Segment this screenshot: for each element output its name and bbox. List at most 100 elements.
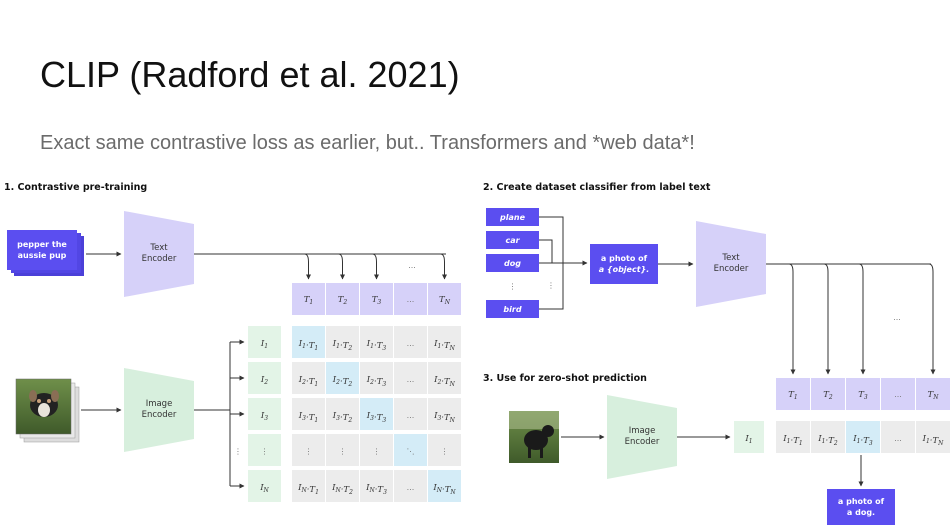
text-card-line1: pepper the [17,240,67,249]
similarity-cell [360,362,393,394]
text-embedding-label: T3 [372,295,382,306]
text-embedding-cell [394,283,427,315]
prediction-result: a photo of a dog. [827,489,895,525]
zero-shot-product-value: I1·T2 [817,434,838,447]
similarity-value: I3·T2 [332,411,353,424]
svg-text:⋮: ⋮ [234,447,242,456]
text-embedding-label: T1 [304,295,314,306]
image-embedding-label: IN [259,483,269,494]
svg-text:a dog.: a dog. [847,508,875,517]
label-text: bird [503,305,521,314]
text-embedding-cell [846,378,880,410]
text-card-stack: pepper the aussie pup [7,230,84,276]
zero-shot-photo [509,411,559,463]
text-encoder-1: Text Encoder [124,211,194,297]
similarity-value: IN·TN [432,483,456,496]
image-embedding-cell [248,326,281,358]
similarity-cell [428,434,461,466]
similarity-value: IN·T3 [365,483,387,496]
zero-shot-product-value: ... [894,434,902,443]
zero-shot-product-value: I1·TN [922,434,945,447]
label-text: car [505,236,520,245]
similarity-cell [428,362,461,394]
section2-title: 2. Create dataset classifier from label … [483,182,711,193]
similarity-value: ... [407,483,415,492]
label-box [486,254,539,272]
similarity-cell [326,398,359,430]
zero-shot-product-cell [811,421,845,453]
text-encoder-2: Text Encoder [696,221,766,307]
zero-shot-product-value: I1·T3 [852,434,873,447]
svg-text:Encoder: Encoder [142,254,177,264]
similarity-value: IN·T2 [331,483,353,496]
similarity-cell [394,398,427,430]
similarity-cell [292,434,325,466]
image-embedding-cell [248,470,281,502]
zero-shot-product-cell [881,421,915,453]
text-embedding-label: T2 [823,390,833,401]
similarity-value: I2·T3 [366,375,387,388]
svg-text:a {object}.: a {object}. [599,265,650,274]
image-embedding-label: I3 [260,411,268,422]
similarity-value: I2·T1 [298,375,318,388]
similarity-cell [394,470,427,502]
similarity-cell [326,362,359,394]
similarity-value: ⋮ [441,447,449,456]
svg-text:Text: Text [149,243,168,253]
image-embedding-label: I1 [260,339,268,350]
similarity-value: I2·T2 [332,375,353,388]
svg-text:Encoder: Encoder [142,410,177,420]
similarity-cell [360,326,393,358]
svg-text:...: ... [893,313,901,322]
text-embedding-cell [811,378,845,410]
similarity-value: ⋮ [305,447,313,456]
similarity-cell [326,470,359,502]
image-embedding-cell [248,398,281,430]
template-box: a photo of a {object}. [590,244,658,284]
text-embedding-label: ... [407,295,415,304]
zero-shot-product-cell [776,421,810,453]
slide-title: CLIP (Radford et al. 2021) [40,54,460,95]
similarity-cell [428,470,461,502]
text-embedding-label: TN [928,390,940,401]
similarity-value: I1·T1 [298,339,318,352]
similarity-cell [326,434,359,466]
similarity-cell [394,434,427,466]
similarity-value: I2·TN [433,375,456,388]
svg-text:a photo of: a photo of [601,254,648,263]
similarity-value: IN·T1 [297,483,319,496]
similarity-value: I3·T1 [298,411,318,424]
image-embedding-label: I1 [744,434,752,445]
similarity-cell [326,326,359,358]
text-embedding-cell [292,283,325,315]
label-text: ⋮ [509,282,517,291]
similarity-value: I3·TN [433,411,456,424]
similarity-value: I1·T3 [366,339,387,352]
similarity-cell [292,398,325,430]
image-embedding-cell [248,434,281,466]
image-embedding-cell [248,362,281,394]
svg-text:Encoder: Encoder [714,264,749,274]
similarity-value: ... [407,375,415,384]
similarity-cell [428,326,461,358]
text-embedding-label: ... [894,390,902,399]
text-embedding-cell [881,378,915,410]
slide-subtitle: Exact same contrastive loss as earlier, … [40,132,695,154]
similarity-value: I3·T3 [366,411,387,424]
text-card-line2: aussie pup [18,251,67,260]
text-embedding-cell [428,283,461,315]
image-encoder-1: Image Encoder [124,368,194,452]
zero-shot-image-embedding: I1 [734,421,764,453]
svg-text:...: ... [408,261,416,270]
text-embedding-label: T1 [788,390,798,401]
similarity-value: I1·TN [433,339,456,352]
label-box [486,208,539,226]
similarity-cell [428,398,461,430]
image-embedding-label: I2 [260,375,268,386]
image-stack [15,378,80,443]
svg-text:Image: Image [629,426,656,436]
